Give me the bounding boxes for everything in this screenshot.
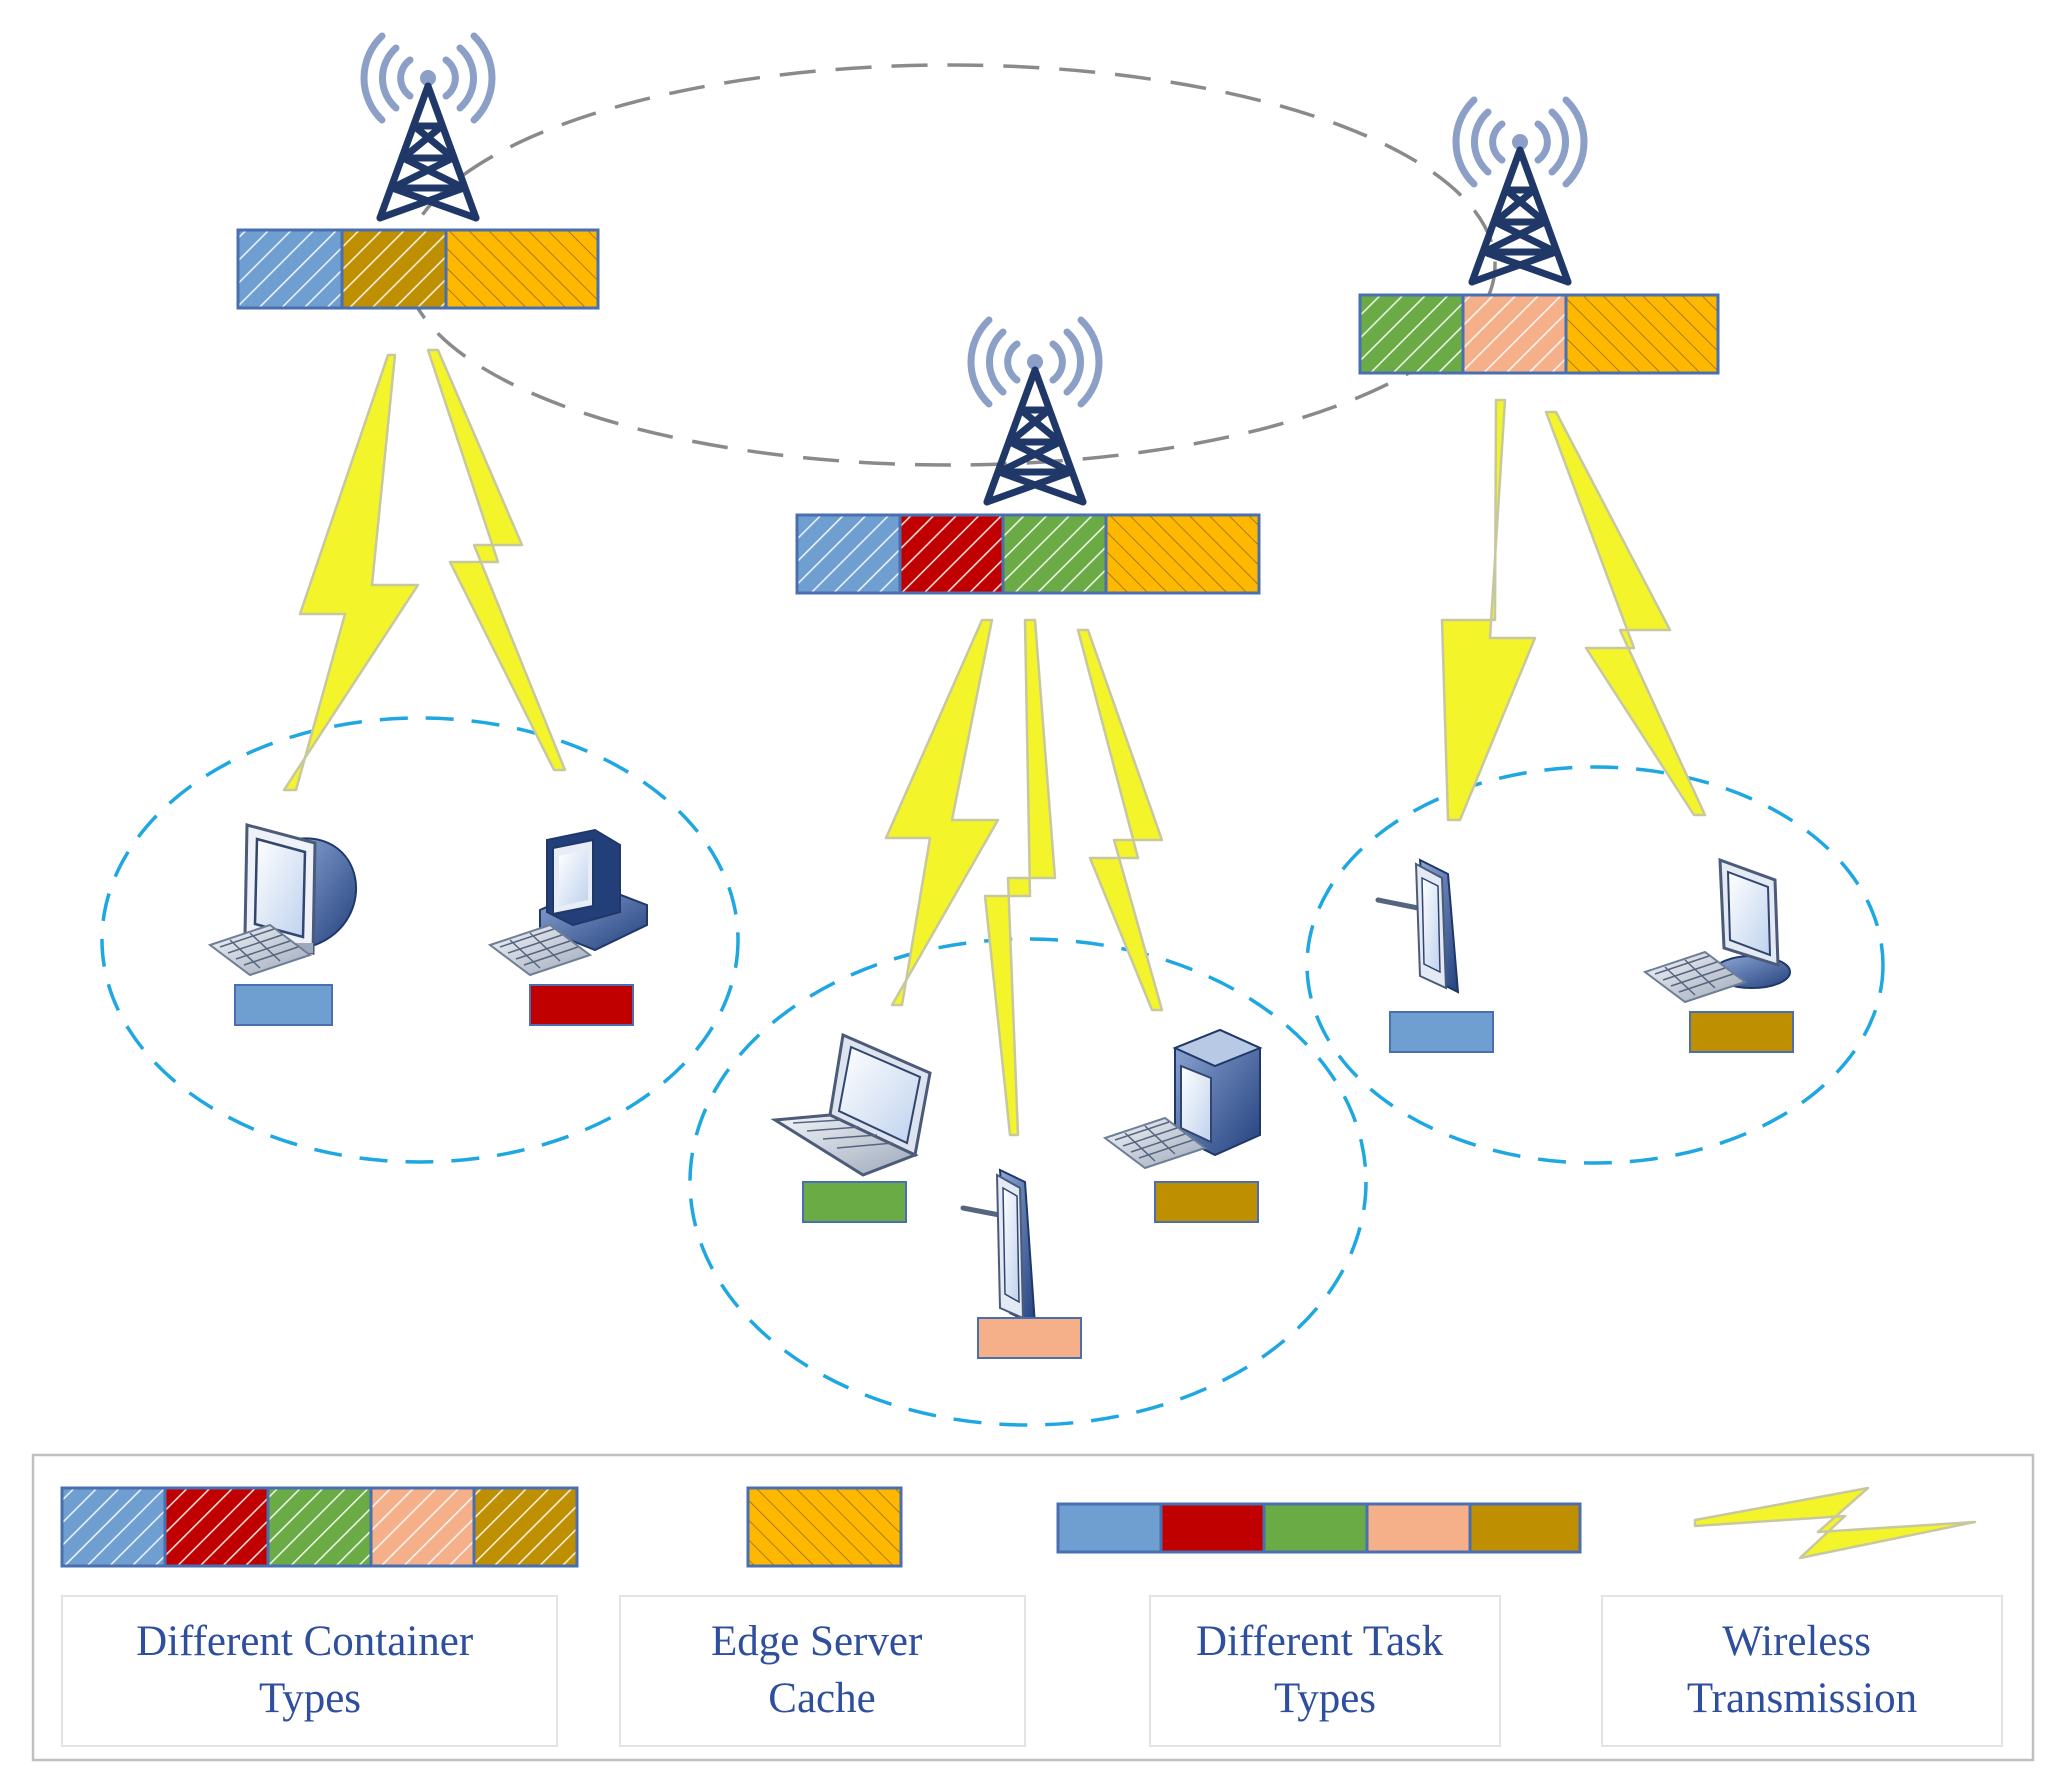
wireless-links [282, 348, 1707, 1137]
task-badge [1689, 1011, 1794, 1053]
tablet-pen-icon [1375, 858, 1460, 994]
tower-center [971, 320, 1099, 502]
legend-cache-swatch [746, 1486, 903, 1568]
legend-label-box [61, 1595, 558, 1747]
task-badge [529, 984, 634, 1026]
lightning-bolt-icon [983, 618, 1057, 1137]
legend-label-edge-cache: Edge Server Cache [711, 1618, 933, 1722]
flat-monitor-computer-icon [1644, 857, 1791, 1003]
crt-computer-icon [209, 823, 358, 976]
legend-label-task-types: Different Task Types [1196, 1618, 1454, 1722]
lightning-bolt-icon [1076, 628, 1164, 1012]
legend-label-box [619, 1595, 1026, 1747]
legend-label-box [1149, 1595, 1501, 1747]
lightning-bolt-icon [282, 353, 420, 792]
task-badge [1389, 1011, 1494, 1053]
edge-server-left [236, 228, 600, 310]
task-badge [977, 1317, 1082, 1359]
legend-task-swatch [1056, 1502, 1582, 1554]
tower-left [364, 36, 492, 218]
desktop-computer-icon [489, 828, 648, 976]
lightning-bolt-icon [1440, 398, 1537, 822]
cube-computer-icon [1104, 1028, 1263, 1169]
task-badge [234, 984, 333, 1026]
cluster-left [100, 716, 740, 1164]
legend-label-container-types: Different Container Types [136, 1618, 484, 1722]
edge-server-right [1358, 293, 1720, 375]
task-badge [802, 1181, 907, 1223]
laptop-icon [770, 1032, 932, 1177]
cluster-right [1305, 765, 1885, 1165]
legend-label-wireless: Wireless Transmission [1687, 1618, 1917, 1722]
task-badge [1154, 1181, 1259, 1223]
lightning-bolt-icon [1693, 1486, 1977, 1560]
cluster-center [688, 937, 1368, 1427]
lightning-bolt-icon [426, 348, 567, 772]
lightning-bolt-icon [884, 618, 1000, 1007]
tower-right [1456, 100, 1584, 282]
edge-server-center [795, 513, 1261, 595]
tablet-pen-icon [960, 1168, 1037, 1327]
lightning-bolt-icon [1544, 410, 1707, 817]
legend-label-box [1601, 1595, 2003, 1747]
legend-container-swatch [60, 1486, 579, 1568]
